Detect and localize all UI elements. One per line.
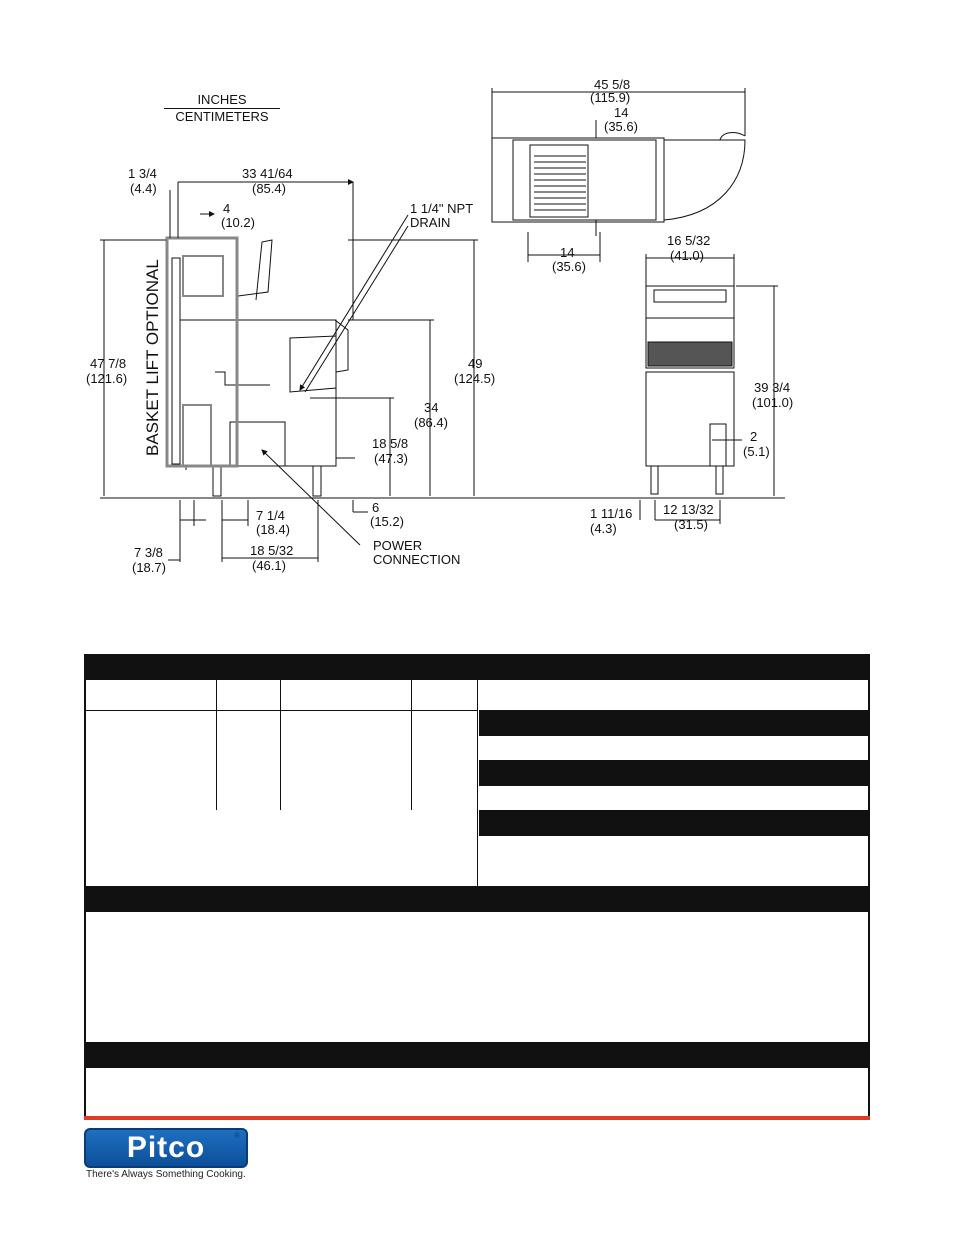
dim-47-7-8: 47 7/8(121.6) [86, 356, 127, 386]
pitco-logo: Pitco [84, 1128, 248, 1168]
dim-16-5-32: 16 5/32(41.0) [667, 233, 710, 263]
dim-12-13-32: 12 13/32(31.5) [663, 502, 714, 532]
dim-39-3-4: 39 3/4(101.0) [752, 380, 793, 410]
right-bar-2 [479, 760, 868, 786]
basket-lift-label: BASKET LIFT OPTIONAL [143, 259, 162, 456]
units-centimeters: CENTIMETERS [175, 109, 269, 124]
footer-red-rule [84, 1116, 870, 1120]
units-inches: INCHES [164, 92, 280, 109]
right-bar-3 [479, 810, 868, 836]
dimension-drawing: BASKET LIFT OPTIONAL 1 3/4(4.4) 33 41/64… [86, 77, 793, 575]
dim-1-11-16: 1 11/16(4.3) [590, 506, 632, 536]
right-bar-1 [479, 710, 868, 736]
dim-49: 49(124.5) [454, 356, 495, 386]
registered-mark: ® [234, 1131, 240, 1140]
dim-34: 34(86.4) [414, 400, 448, 430]
col-line-2 [280, 680, 281, 810]
col-line-3 [411, 680, 412, 810]
row-divider [86, 710, 477, 711]
header-bar-bottom [86, 1042, 868, 1068]
dim-45-5-8: 45 5/8(115.9) [590, 77, 630, 105]
logo-text: Pitco [126, 1131, 206, 1164]
dim-14-top: 14(35.6) [604, 105, 638, 134]
dim-18-5-32: 18 5/32(46.1) [250, 543, 293, 573]
header-bar-top [86, 654, 868, 680]
header-bar-middle [86, 886, 868, 912]
col-line-1 [216, 680, 217, 810]
dim-1-3-4: 1 3/4(4.4) [128, 166, 157, 196]
dim-7-3-8: 7 3/8(18.7) [132, 545, 166, 575]
dim-33-41-64: 33 41/64(85.4) [242, 166, 293, 196]
dim-4: 4(10.2) [221, 201, 255, 230]
dim-18-5-8: 18 5/8(47.3) [372, 436, 408, 466]
brand-tagline: There's Always Something Cooking. [86, 1169, 246, 1180]
dim-2: 2(5.1) [743, 429, 770, 459]
dim-6: 6(15.2) [370, 500, 404, 529]
specifications-table [84, 654, 870, 1120]
dim-7-1-4: 7 1/4(18.4) [256, 508, 290, 537]
dim-14-bottom: 14(35.6) [552, 245, 586, 274]
units-legend: INCHES CENTIMETERS [164, 92, 280, 124]
column-divider [477, 680, 478, 886]
